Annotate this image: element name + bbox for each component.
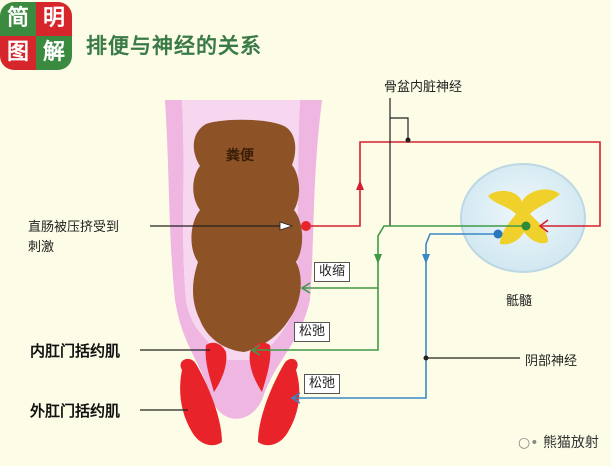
pelvic-nerve-label: 骨盆内脏神经	[384, 80, 463, 95]
internal-sphincter-label: 内肛门括约肌	[30, 342, 121, 360]
badge-char-jie: 解	[36, 36, 72, 70]
green-nerve	[302, 225, 528, 289]
rectum-pressure-label-line2: 刺激	[28, 240, 55, 255]
green-nerve-branch	[252, 288, 379, 351]
internal-sphincter-left	[205, 342, 227, 392]
relax-internal-label: 松弛	[294, 322, 331, 342]
badge-char-jian: 简	[0, 2, 36, 36]
afferent-nerve	[306, 141, 601, 227]
watermark: ○• 熊猫放射	[518, 432, 599, 452]
blue-terminal	[290, 392, 301, 404]
afferent-terminal	[538, 219, 549, 233]
pelvic-nerve-junction-dot	[405, 137, 411, 143]
external-sphincter-label: 外肛门括约肌	[30, 402, 121, 420]
green-terminal-contract	[300, 282, 311, 294]
rectum-receptor-dot	[301, 221, 311, 231]
green-origin-dot	[521, 221, 531, 231]
pelvic-nerve-bracket	[390, 117, 409, 140]
watermark-text: 熊猫放射	[542, 435, 599, 451]
stool-mass	[191, 119, 303, 353]
stool-label: 粪便	[226, 148, 254, 164]
page-title: 排便与神经的关系	[86, 34, 262, 58]
spinal-grey-matter	[488, 189, 560, 245]
rectum-wall	[165, 100, 322, 419]
rectum-pressure-label-line1: 直肠被压挤受到	[28, 220, 120, 235]
wechat-icon: ○•	[518, 435, 539, 451]
badge-char-ming: 明	[36, 2, 72, 36]
badge-char-tu: 图	[0, 36, 36, 70]
logo-badge: 简 明 图 解	[0, 0, 72, 74]
afferent-arrow-up	[356, 180, 364, 190]
blue-arrow-down	[422, 254, 430, 264]
blue-origin-dot	[493, 229, 503, 239]
rectum-pressure-arrow	[279, 221, 294, 231]
contract-label: 收缩	[314, 262, 351, 282]
pudendal-nerve-label: 阴部神经	[525, 354, 578, 369]
external-sphincter-left	[180, 358, 222, 446]
green-arrow-down	[374, 254, 382, 264]
external-sphincter-right	[258, 358, 300, 446]
green-terminal-relax	[250, 344, 261, 356]
internal-sphincter-right	[249, 342, 271, 392]
relax-external-label: 松弛	[304, 374, 341, 394]
spinal-cord-label: 骶髓	[506, 294, 533, 309]
pudendal-nerve	[292, 233, 498, 399]
